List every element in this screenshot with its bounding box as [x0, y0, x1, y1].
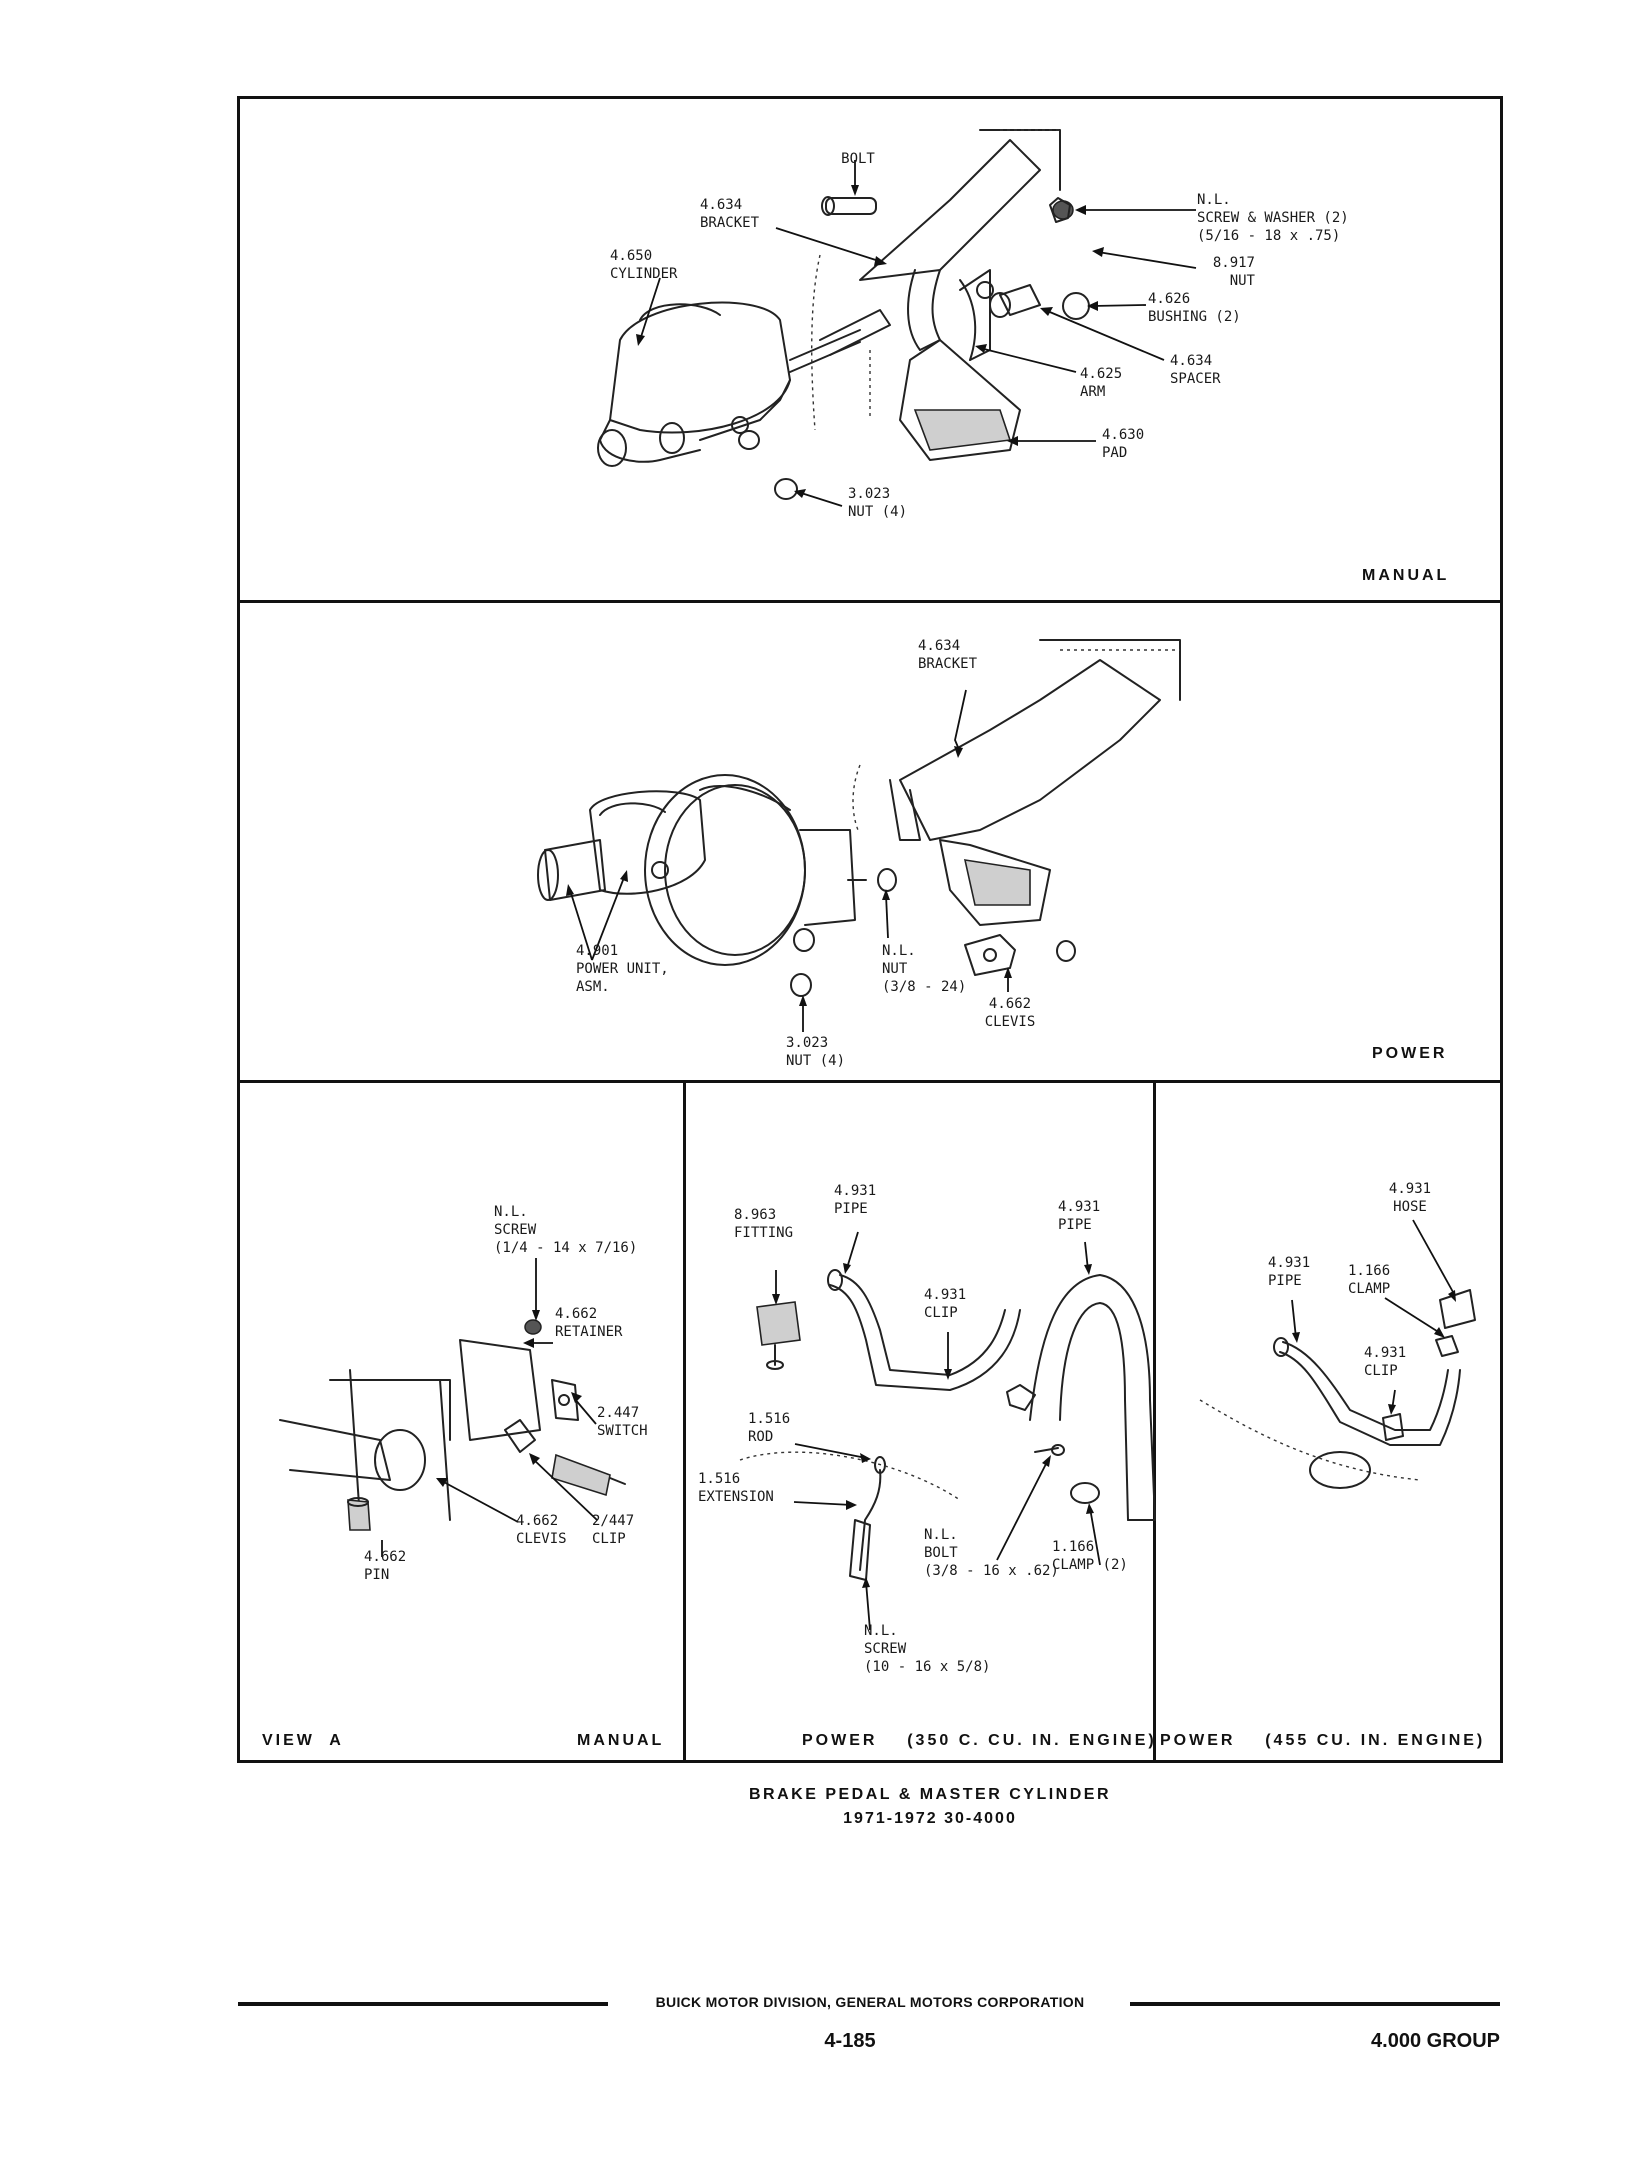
label-cylinder: 4.650 CYLINDER [610, 248, 678, 282]
panel-tag-power: POWER [1372, 1045, 1448, 1062]
brake-pedal-icon [889, 639, 1181, 926]
panel-tag-power-350: POWER (350 C. CU. IN. ENGINE) [802, 1732, 1157, 1749]
label-nut-023: 3.023 NUT (4) [848, 486, 908, 520]
figure-caption-title: BRAKE PEDAL & MASTER CYLINDER [749, 1786, 1111, 1803]
label-nut-023: 3.023 NUT (4) [786, 1035, 846, 1069]
nut-icon [790, 868, 1076, 997]
fitting-icon [756, 1301, 801, 1370]
label-power-unit: 4.901 POWER UNIT, ASM. [576, 943, 669, 995]
footer-rule-right [1130, 2002, 1500, 2006]
label-bolt: BOLT [841, 151, 875, 167]
clamp-icon [1006, 1384, 1100, 1504]
switch-icon [504, 1419, 626, 1497]
label-nut-917: 8.917 NUT [1212, 255, 1255, 289]
nut-icon [738, 200, 1090, 500]
clevis-icon [279, 1339, 541, 1521]
pipe-icon [827, 1269, 1021, 1391]
label-screw-washer: N.L. SCREW & WASHER (2) (5/16 - 18 x .75… [1197, 192, 1349, 244]
label-rod: 1.516 ROD [748, 1411, 791, 1445]
panel-tag-manual: MANUAL [1362, 567, 1450, 584]
label-clip: 4.931 CLIP [1364, 1345, 1407, 1379]
label-pipe-left: 4.931 PIPE [834, 1183, 877, 1217]
label-bolt: N.L. BOLT (3/8 - 16 x .62) [924, 1527, 1059, 1579]
label-nl-nut: N.L. NUT (3/8 - 24) [882, 943, 967, 995]
figure-caption-subtitle: 1971-1972 30-4000 [843, 1810, 1017, 1827]
label-pin: 4.662 PIN [364, 1549, 407, 1583]
label-hose: 4.931 HOSE [1388, 1181, 1432, 1215]
diagram-frame [237, 96, 1503, 1763]
hose-icon [1439, 1289, 1476, 1329]
spacer-bushing-icon [989, 197, 1071, 318]
footer-rule-left [238, 2002, 608, 2006]
panel-divider-right [1153, 1080, 1156, 1763]
rod-extension-icon [849, 1456, 886, 1581]
label-switch: 2.447 SWITCH [597, 1405, 648, 1439]
label-bushing: 4.626 BUSHING (2) [1148, 291, 1241, 325]
master-cylinder-icon [597, 301, 891, 467]
label-clamp: 1.166 CLAMP [1348, 1263, 1391, 1297]
label-clamp: 1.166 CLAMP (2) [1052, 1539, 1128, 1573]
power-booster-icon [644, 774, 856, 966]
panel-divider-left [683, 1080, 686, 1763]
panel-divider-top [237, 600, 1503, 603]
label-clevis: 4.662 CLEVIS [516, 1513, 567, 1547]
footer-group: 4.000 GROUP [1371, 2030, 1500, 2052]
label-retainer: 4.662 RETAINER [555, 1306, 623, 1340]
label-arm: 4.625 ARM [1080, 366, 1123, 400]
label-screw: N.L. SCREW (1/4 - 14 x 7/16) [494, 1204, 638, 1256]
label-pipe-right: 4.931 PIPE [1058, 1199, 1101, 1233]
label-fitting: 8.963 FITTING [734, 1207, 794, 1241]
retainer-icon [551, 1379, 579, 1421]
master-cylinder-icon [537, 790, 706, 901]
brake-pedal-icon [859, 129, 1061, 461]
label-pad: 4.630 PAD [1102, 427, 1145, 461]
label-bracket: 4.634 BRACKET [700, 197, 760, 231]
label-bracket: 4.634 BRACKET [918, 638, 978, 672]
label-clip: 4.931 CLIP [924, 1287, 967, 1321]
bolt-icon [1034, 1444, 1065, 1456]
panel-divider-middle [237, 1080, 1503, 1083]
label-screw: N.L. SCREW (10 - 16 x 5/8) [864, 1623, 991, 1675]
pin-icon [347, 1497, 371, 1531]
clamp-icon [1382, 1335, 1459, 1441]
label-clip: 2/447 CLIP [592, 1513, 635, 1547]
panel-tag-manual: MANUAL [577, 1732, 665, 1749]
label-clevis: 4.662 CLEVIS [984, 996, 1036, 1030]
footer-corporation: BUICK MOTOR DIVISION, GENERAL MOTORS COR… [655, 1994, 1085, 2010]
panel-tag-power-455: POWER (455 CU. IN. ENGINE) [1160, 1732, 1486, 1749]
hose-icon [1029, 1274, 1156, 1521]
label-pipe: 4.931 PIPE [1268, 1255, 1311, 1289]
bolt-icon [821, 196, 877, 216]
panel-tag-view-a: VIEW A [262, 1732, 344, 1749]
pipe-icon [1273, 1337, 1461, 1446]
footer-page-number: 4-185 [824, 2030, 876, 2052]
label-extension: 1.516 EXTENSION [698, 1471, 774, 1505]
label-spacer: 4.634 SPACER [1170, 353, 1221, 387]
clevis-icon [964, 934, 1016, 976]
